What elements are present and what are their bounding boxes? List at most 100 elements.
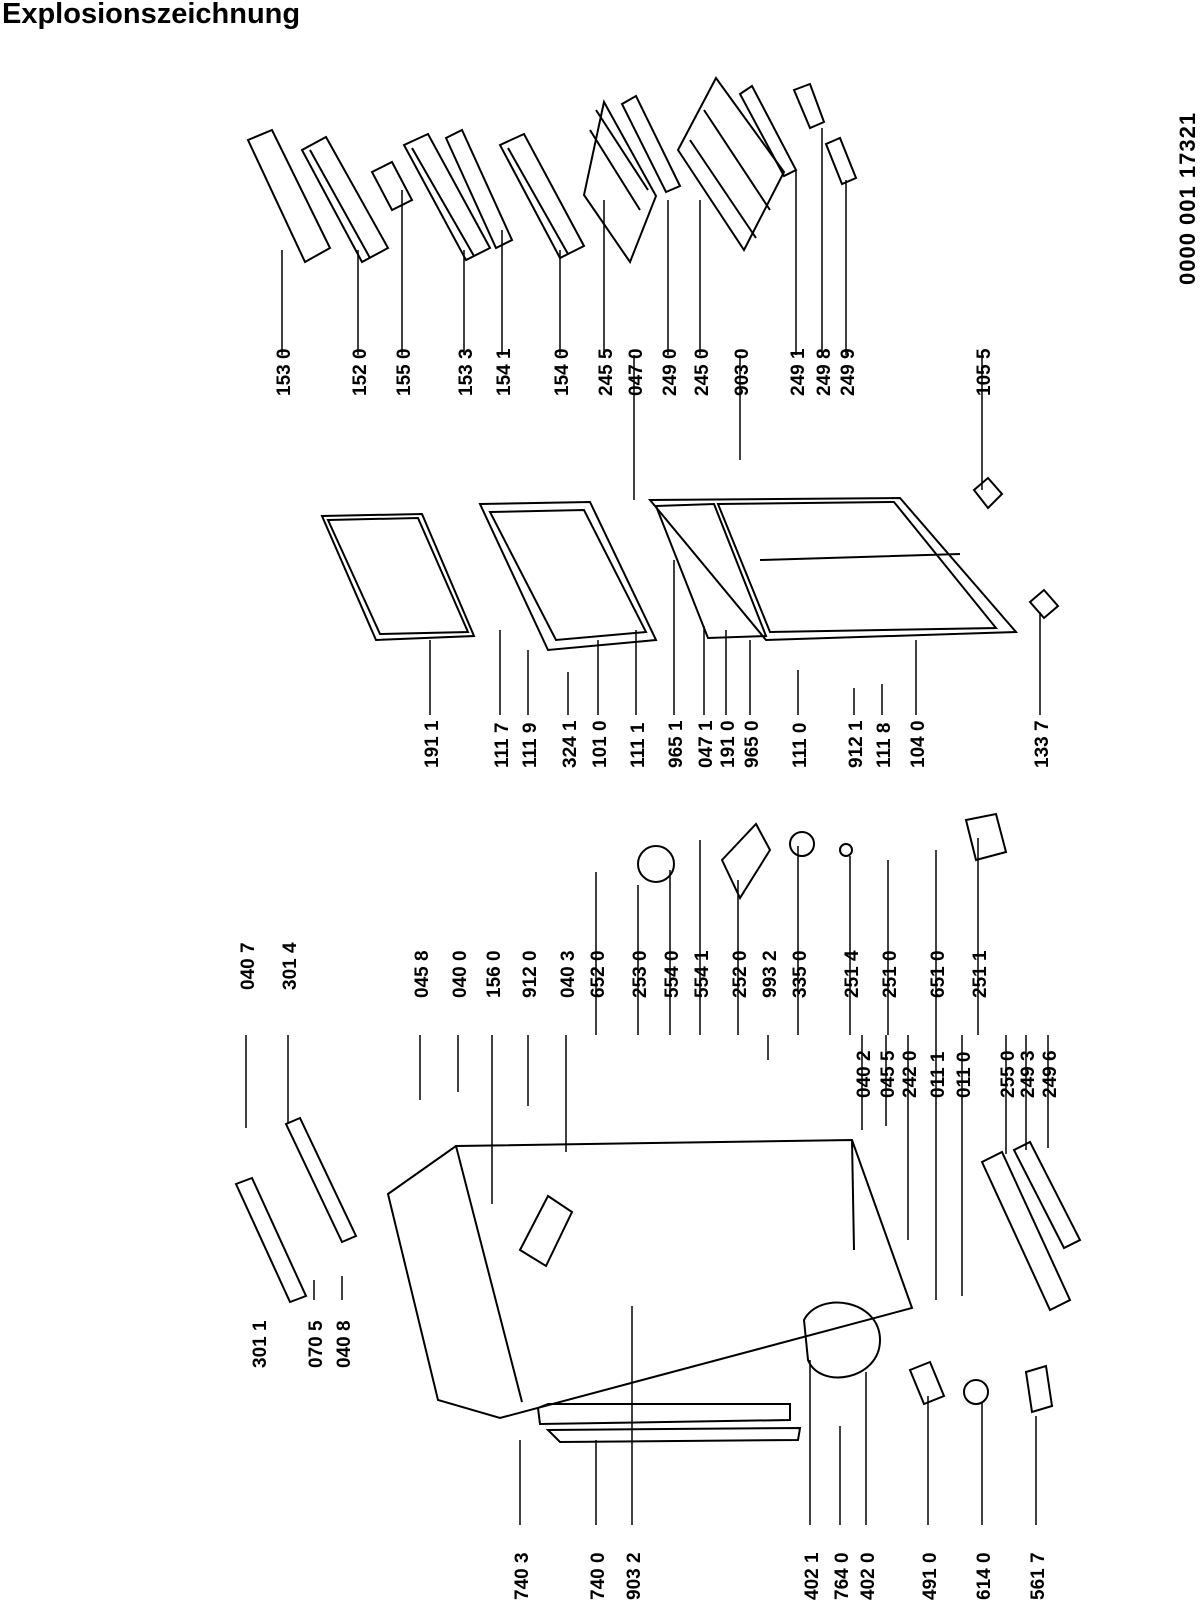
part-152-0 <box>300 135 390 264</box>
label-614-0: 614 0 <box>974 1552 995 1600</box>
label-245-5: 245 5 <box>596 348 617 396</box>
label-249-9: 249 9 <box>838 348 859 396</box>
label-111-1: 111 1 <box>628 722 649 768</box>
label-153-3: 153 3 <box>456 348 477 396</box>
part-153-3 <box>402 132 492 262</box>
part-154-1 <box>444 128 514 250</box>
label-301-4: 301 4 <box>280 942 301 990</box>
label-111-9: 111 9 <box>520 723 541 768</box>
label-011-0: 011 0 <box>954 1052 975 1099</box>
label-335-0: 335 0 <box>790 950 811 998</box>
label-191-0: 191 0 <box>718 720 739 768</box>
part-554-0 <box>637 845 675 883</box>
part-155-0 <box>370 160 414 212</box>
label-040-7: 040 7 <box>238 942 259 990</box>
part-245-0 <box>676 76 786 252</box>
label-191-1: 191 1 <box>422 720 443 768</box>
part-301-4 <box>284 1116 358 1244</box>
label-105-5: 105 5 <box>974 348 995 396</box>
part-251-4 <box>839 843 853 857</box>
label-156-0: 156 0 <box>484 950 505 998</box>
label-249-0: 249 0 <box>660 348 681 396</box>
part-561-7 <box>1024 1364 1054 1414</box>
part-251-1 <box>964 812 1008 862</box>
part-301-1 <box>234 1176 308 1304</box>
label-070-5: 070 5 <box>306 1320 327 1368</box>
parts-drawing <box>234 76 1082 1444</box>
label-251-4: 251 4 <box>842 950 863 998</box>
part-cabinet <box>386 1138 914 1420</box>
label-249-8: 249 8 <box>814 348 835 396</box>
label-153-0: 153 0 <box>274 348 295 396</box>
label-040-0: 040 0 <box>450 950 471 998</box>
label-045-8: 045 8 <box>412 950 433 998</box>
label-903-2: 903 2 <box>624 1552 645 1600</box>
part-191-1 <box>320 512 476 642</box>
label-554-0: 554 0 <box>662 950 683 998</box>
label-047-0: 047 0 <box>626 348 647 396</box>
label-155-0: 155 0 <box>394 348 415 396</box>
part-335-0 <box>789 831 815 857</box>
label-133-7: 133 7 <box>1032 720 1053 768</box>
label-402-1: 402 1 <box>802 1552 823 1600</box>
part-249-9 <box>824 136 858 186</box>
part-labels: 153 0 152 0 155 0 153 3 154 1 154 0 245 … <box>238 348 1061 1600</box>
part-245-5 <box>582 99 658 265</box>
label-402-0: 402 0 <box>858 1552 879 1600</box>
label-040-3: 040 3 <box>558 950 579 998</box>
part-105-5 <box>972 476 1004 510</box>
label-253-0: 253 0 <box>630 950 651 998</box>
label-740-0: 740 0 <box>588 1552 609 1600</box>
part-191-0 <box>654 502 768 640</box>
part-156-0 <box>518 1194 574 1268</box>
label-154-0: 154 0 <box>552 348 573 396</box>
label-491-0: 491 0 <box>920 1552 941 1600</box>
page-title: Explosionszeichnung <box>2 0 301 30</box>
label-152-0: 152 0 <box>350 348 371 396</box>
label-324-1: 324 1 <box>560 720 581 768</box>
label-111-0: 111 0 <box>790 723 811 768</box>
label-912-1: 912 1 <box>846 720 867 768</box>
part-153-0 <box>246 128 332 264</box>
part-104-0 <box>647 496 1019 642</box>
label-047-1: 047 1 <box>696 720 717 768</box>
part-101-0 <box>478 500 658 652</box>
label-301-1: 301 1 <box>250 1320 271 1368</box>
label-045-5: 045 5 <box>878 1050 899 1098</box>
part-402-0 <box>802 1301 882 1379</box>
part-740-0 <box>536 1403 802 1444</box>
part-249-0 <box>620 94 682 194</box>
label-011-1: 011 1 <box>928 1051 949 1098</box>
label-111-7: 111 7 <box>492 723 513 768</box>
label-903-0: 903 0 <box>732 348 753 396</box>
label-111-8: 111 8 <box>874 723 895 768</box>
label-912-0: 912 0 <box>520 950 541 998</box>
label-764-0: 764 0 <box>832 1552 853 1600</box>
label-249-3: 249 3 <box>1018 1050 1039 1098</box>
part-252-0 <box>720 822 772 901</box>
label-251-1: 251 1 <box>970 950 991 998</box>
label-965-0: 965 0 <box>742 720 763 768</box>
label-252-0: 252 0 <box>730 950 751 998</box>
label-242-0: 242 0 <box>900 1050 921 1098</box>
label-154-1: 154 1 <box>494 348 515 396</box>
leader-lines <box>245 128 1049 1525</box>
label-652-0: 652 0 <box>588 950 609 998</box>
label-740-3: 740 3 <box>512 1552 533 1600</box>
label-101-0: 101 0 <box>590 720 611 768</box>
label-561-7: 561 7 <box>1028 1552 1049 1600</box>
part-491-0 <box>908 1360 946 1406</box>
part-154-0 <box>498 132 586 260</box>
label-255-0: 255 0 <box>998 1050 1019 1098</box>
label-249-6: 249 6 <box>1040 1050 1061 1098</box>
label-040-2: 040 2 <box>854 1050 875 1098</box>
label-651-0: 651 0 <box>928 950 949 998</box>
part-614-0 <box>963 1379 989 1405</box>
part-133-7 <box>1028 588 1060 620</box>
label-251-0: 251 0 <box>880 950 901 998</box>
label-554-1: 554 1 <box>692 950 713 998</box>
label-245-0: 245 0 <box>692 348 713 396</box>
label-993-2: 993 2 <box>760 950 781 998</box>
part-249-8 <box>792 82 826 130</box>
